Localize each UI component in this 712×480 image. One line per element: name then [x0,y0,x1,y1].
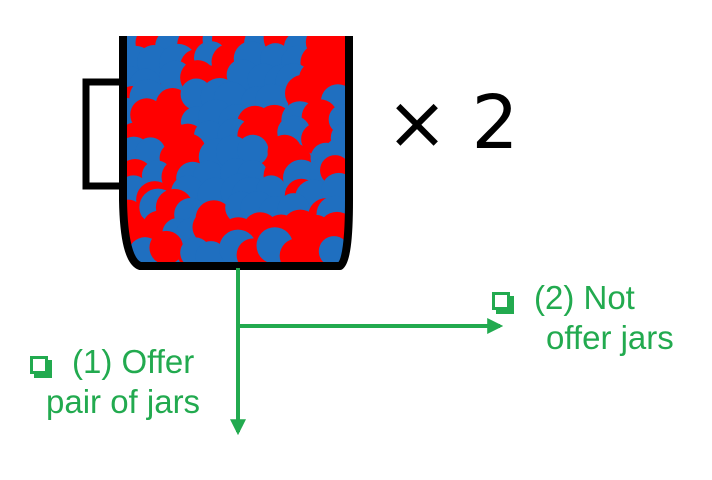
checkbox-icon [492,292,514,314]
decision-arrows [230,268,504,436]
option-2-line2: offer jars [546,319,674,356]
option-offer-pair: (1) Offer pair of jars [30,342,200,422]
marble [195,241,227,262]
multiplier-label: × 2 [386,80,519,166]
marble [192,210,226,244]
checkbox-icon [30,356,52,378]
option-2-line1: (2) Not [534,279,635,316]
option-1-line2: pair of jars [46,383,201,420]
jar-outline [119,36,353,270]
marble-fill [123,36,349,262]
marble [135,137,166,168]
option-not-offer: (2) Not offer jars [492,278,674,358]
marble [325,36,349,55]
marble [149,230,184,262]
option-1-line1: (1) Offer [72,343,195,380]
marble [237,134,269,167]
